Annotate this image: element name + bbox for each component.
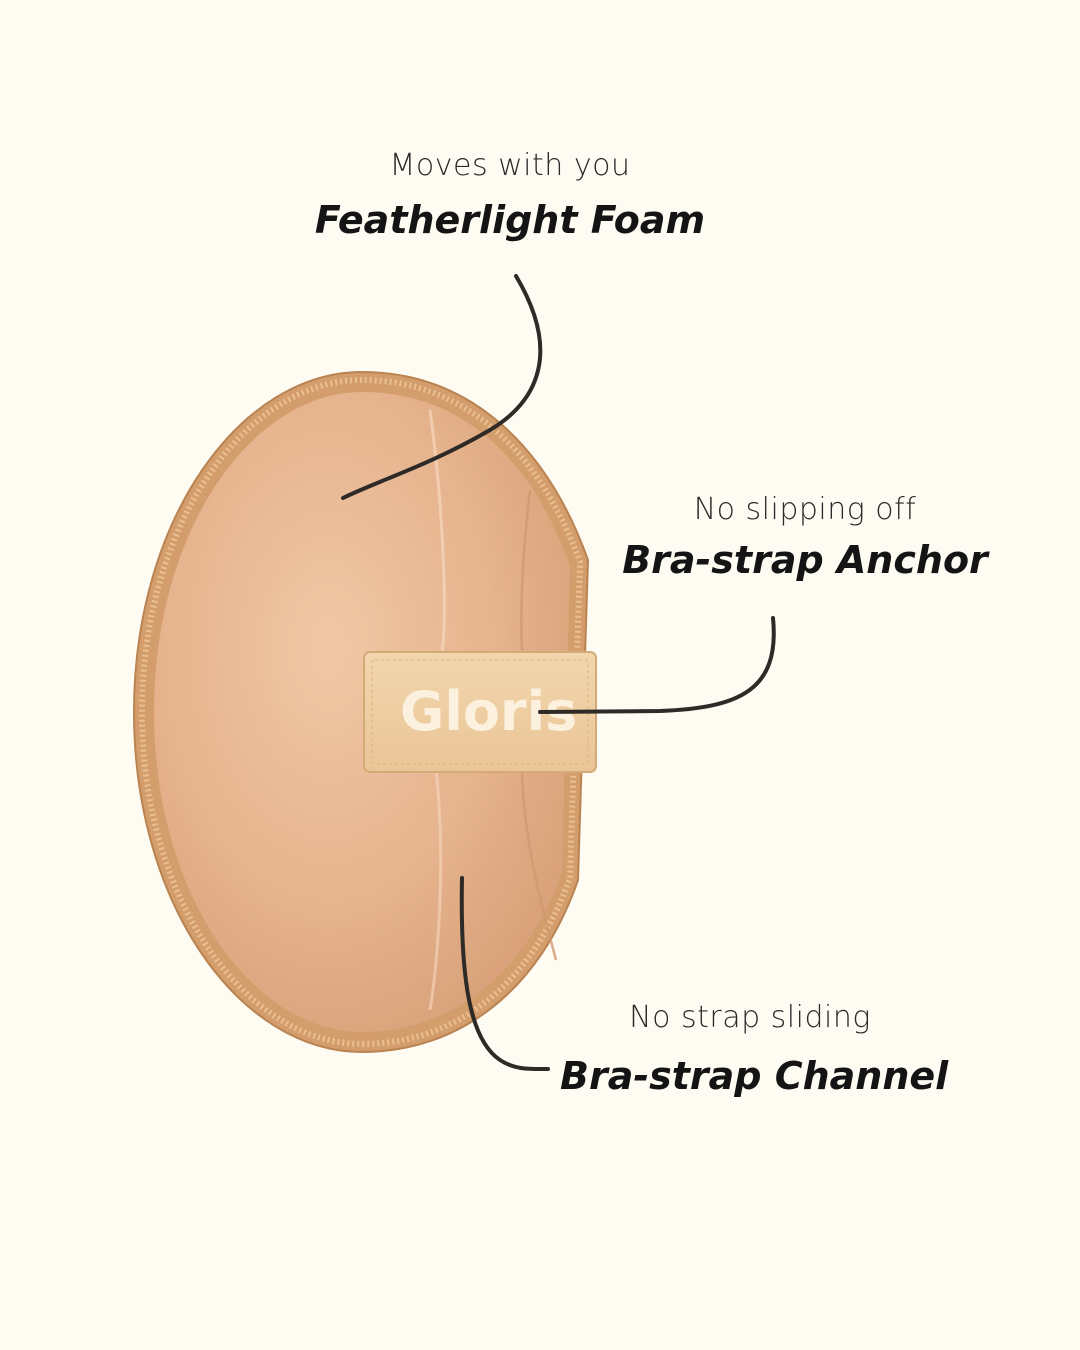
channel-leader-line: [459, 876, 550, 1072]
brand-tab: Gloris: [363, 651, 597, 773]
callout-bra-strap-channel: No strap sliding Bra-strap Channel: [560, 1000, 949, 1100]
pad-center-seam-lower: [428, 769, 443, 1011]
callout-subtitle: Moves with you: [389, 148, 631, 183]
callout-subtitle: No strap sliding: [629, 1000, 871, 1035]
callout-featherlight-foam: Moves with you Featherlight Foam: [300, 148, 720, 244]
pad-stitching: [138, 376, 584, 1048]
foam-leader-line: [341, 274, 543, 500]
callout-title: Featherlight Foam: [314, 198, 706, 242]
anchor-leader-line: [538, 616, 776, 714]
callout-bra-strap-anchor: No slipping off Bra-strap Anchor: [620, 492, 990, 584]
pad-foam: [154, 392, 570, 1032]
pad-center-seam: [428, 409, 446, 661]
callout-title: Bra-strap Channel: [560, 1054, 949, 1098]
callout-title: Bra-strap Anchor: [622, 538, 988, 582]
channel-seam: [520, 489, 558, 961]
callout-subtitle: No slipping off: [693, 492, 917, 527]
